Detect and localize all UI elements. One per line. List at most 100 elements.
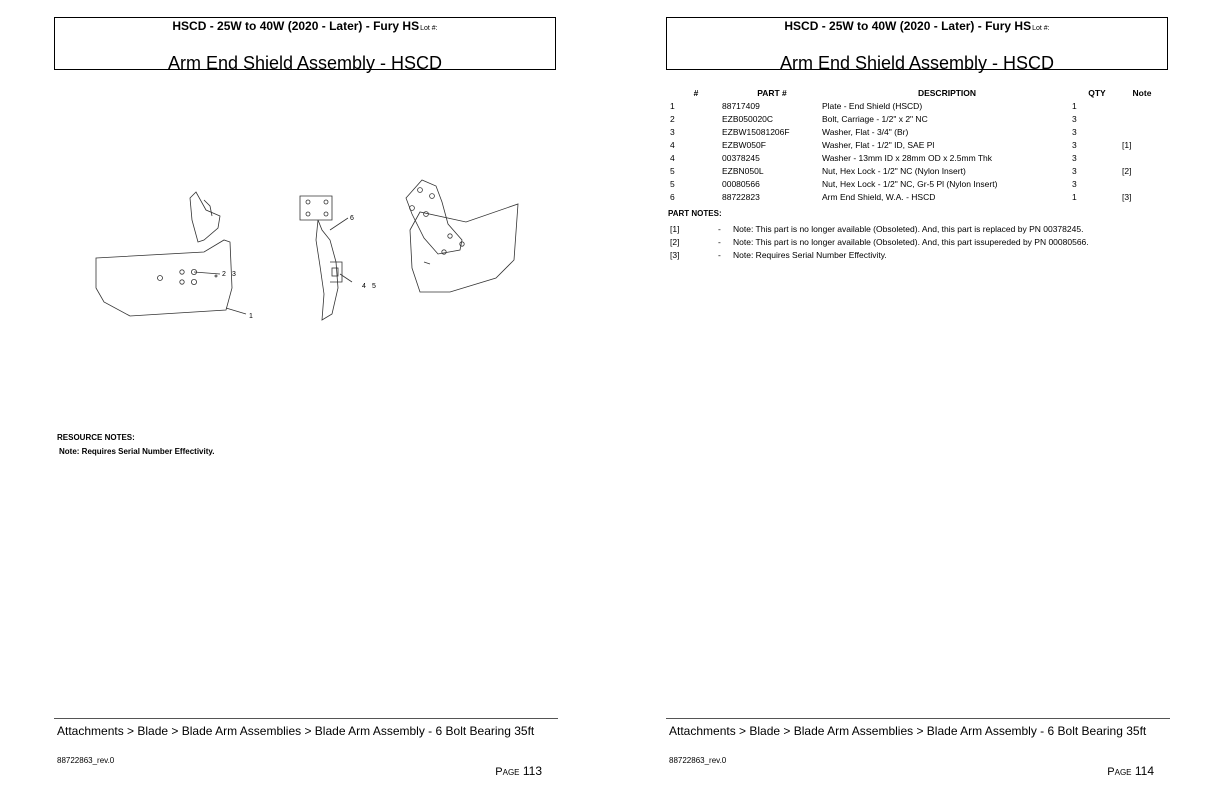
model-title: HSCD - 25W to 40W (2020 - Later) - Fury … xyxy=(667,19,1167,33)
row-num: 6 xyxy=(670,191,675,202)
side-arm xyxy=(315,219,339,321)
model-title-text: HSCD - 25W to 40W (2020 - Later) - Fury … xyxy=(784,19,1032,33)
parts-table-header: # PART # DESCRIPTION QTY Note xyxy=(668,86,1162,99)
breadcrumb: Attachments > Blade > Blade Arm Assembli… xyxy=(57,724,535,738)
leader-1 xyxy=(225,307,247,315)
callout-5: 5 xyxy=(372,283,376,290)
hole-2 xyxy=(179,269,185,275)
row-note xyxy=(1122,112,1162,125)
leader-6 xyxy=(329,217,349,231)
section-title: Arm End Shield Assembly - HSCD xyxy=(167,53,443,73)
footer-rule xyxy=(666,718,1170,719)
perspective-bracket xyxy=(405,179,463,255)
table-row: 1 88717409 Plate - End Shield (HSCD) 1 xyxy=(668,99,1162,112)
title-box: HSCD - 25W to 40W (2020 - Later) - Fury … xyxy=(666,17,1168,73)
row-part: 00080566 xyxy=(722,178,760,189)
row-qty: 3 xyxy=(1072,165,1077,176)
row-num: 5 xyxy=(670,165,675,176)
table-row: 5 00080566 Nut, Hex Lock - 1/2" NC, Gr-5… xyxy=(668,177,1162,190)
table-row: 4 EZBW050F Washer, Flat - 1/2" ID, SAE P… xyxy=(668,138,1162,151)
plate-outline xyxy=(95,239,233,317)
hole-5 xyxy=(191,279,198,286)
row-part: EZBN050L xyxy=(722,165,764,176)
mount-bracket xyxy=(299,195,333,221)
row-part: EZB050020C xyxy=(722,113,774,124)
note-dash: - xyxy=(718,250,721,260)
note-dash: - xyxy=(718,224,721,234)
row-desc: Arm End Shield, W.A. - HSCD xyxy=(822,191,936,202)
row-num: 4 xyxy=(670,139,675,150)
row-qty: 1 xyxy=(1072,191,1077,202)
row-num: 3 xyxy=(670,126,675,137)
row-qty: 3 xyxy=(1072,152,1077,163)
lot-label: Lot #: xyxy=(1032,25,1050,32)
part-note-1: [1] - Note: This part is no longer availab… xyxy=(670,224,1083,234)
col-part: PART # xyxy=(757,87,787,98)
row-note: [3] xyxy=(1122,191,1132,202)
row-desc: Washer - 13mm ID x 28mm OD x 2.5mm Thk xyxy=(822,152,993,163)
page-number: Page 114 xyxy=(1107,764,1154,778)
page-number-value: 114 xyxy=(1134,764,1154,778)
row-desc: Washer, Flat - 1/2" ID, SAE Pl xyxy=(822,139,935,150)
hole-3 xyxy=(179,279,185,285)
col-description: DESCRIPTION xyxy=(917,87,977,98)
row-desc: Plate - End Shield (HSCD) xyxy=(822,100,923,111)
exploded-diagram: 2 3 1 6 4 5 xyxy=(95,179,519,321)
leader-4-5 xyxy=(339,273,353,283)
doc-id: 88722863_rev.0 xyxy=(669,756,727,765)
part-note-3: [3] - Note: Requires Serial Number Effecti… xyxy=(670,250,887,260)
note-ref: [1] xyxy=(670,224,680,234)
breadcrumb: Attachments > Blade > Blade Arm Assembli… xyxy=(669,724,1147,738)
row-num: 5 xyxy=(670,178,675,189)
model-title-text: HSCD - 25W to 40W (2020 - Later) - Fury … xyxy=(172,19,420,33)
callout-2: 2 xyxy=(222,271,226,278)
row-qty: 3 xyxy=(1072,139,1077,150)
title-box: HSCD - 25W to 40W (2020 - Later) - Fury … xyxy=(54,17,556,73)
row-desc: Nut, Hex Lock - 1/2" NC (Nylon Insert) xyxy=(822,165,966,176)
row-qty: 3 xyxy=(1072,113,1077,124)
row-part: 88717409 xyxy=(722,100,760,111)
row-part: EZBW15081206F xyxy=(722,126,790,137)
col-qty: QTY xyxy=(1088,87,1106,98)
note-text: Note: This part is no longer available (… xyxy=(733,237,1089,247)
perspective-shield xyxy=(409,203,519,293)
col-num: # xyxy=(693,87,699,98)
part-note-2: [2]-Note: This part is no longer availab… xyxy=(670,237,1089,247)
row-qty: 3 xyxy=(1072,178,1077,189)
row-note xyxy=(1122,177,1162,190)
table-row: 2 EZB050020C Bolt, Carriage - 1/2" x 2" … xyxy=(668,112,1162,125)
note-dash: - xyxy=(718,237,721,247)
row-note xyxy=(1122,99,1162,112)
row-part: EZBW050F xyxy=(722,139,766,150)
note-ref: [3] xyxy=(670,250,680,260)
row-num: 4 xyxy=(670,152,675,163)
page-word: Page xyxy=(1107,766,1132,778)
row-part: 00378245 xyxy=(722,152,760,163)
table-row: 6 88722823 Arm End Shield, W.A. - HSCD 1… xyxy=(668,190,1162,203)
note-text: Note: This part is no longer available (… xyxy=(733,224,1084,234)
model-title: HSCD - 25W to 40W (2020 - Later) - Fury … xyxy=(55,19,555,33)
page-number-value: 113 xyxy=(522,764,542,778)
row-num: 2 xyxy=(670,113,675,124)
left-page: HSCD - 25W to 40W (2020 - Later) - Fury … xyxy=(54,17,558,778)
footer-rule xyxy=(54,718,558,719)
table-row: 3 EZBW15081206F Washer, Flat - 3/4" (Br)… xyxy=(668,125,1162,138)
section-title: Arm End Shield Assembly - HSCD xyxy=(779,53,1055,73)
callout-3: 3 xyxy=(232,271,236,278)
callout-4: 4 xyxy=(362,283,366,290)
leader-2-3 xyxy=(193,271,221,275)
arm-bracket xyxy=(189,191,221,243)
table-row: 4 00378245 Washer - 13mm ID x 28mm OD x … xyxy=(668,151,1162,164)
row-note: [2] xyxy=(1122,165,1132,176)
row-desc: Nut, Hex Lock - 1/2" NC, Gr-5 Pl (Nylon … xyxy=(822,178,998,189)
page-number: Page 113 xyxy=(495,764,542,778)
resource-notes-heading: RESOURCE NOTES: xyxy=(57,433,135,442)
note-text: Note: Requires Serial Number Effectivity… xyxy=(733,250,887,260)
hole-1 xyxy=(157,275,163,281)
row-desc: Washer, Flat - 3/4" (Br) xyxy=(822,126,909,137)
doc-id: 88722863_rev.0 xyxy=(57,756,115,765)
part-notes-heading: PART NOTES: xyxy=(668,209,722,218)
page-word: Page xyxy=(495,766,520,778)
row-desc: Bolt, Carriage - 1/2" x 2" NC xyxy=(822,113,928,124)
row-qty: 1 xyxy=(1072,100,1077,111)
